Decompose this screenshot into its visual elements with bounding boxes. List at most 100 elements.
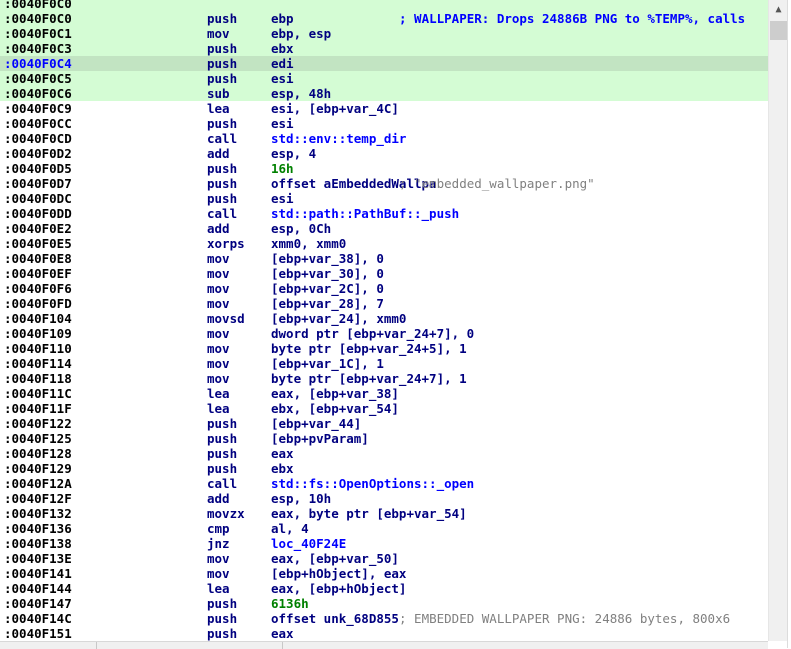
- line-address[interactable]: :0040F109: [4, 326, 72, 341]
- instruction-operands[interactable]: esp, 4: [271, 146, 317, 161]
- line-address[interactable]: :0040F0C3: [4, 41, 72, 56]
- line-address[interactable]: :0040F147: [4, 596, 72, 611]
- instruction-operands[interactable]: eax, [ebp+var_50]: [271, 551, 399, 566]
- instruction-operands[interactable]: std::fs::OpenOptions::_open: [271, 476, 475, 491]
- line-address[interactable]: :0040F11F: [4, 401, 72, 416]
- line-address[interactable]: :0040F0D5: [4, 161, 72, 176]
- instruction-operands[interactable]: esp, 10h: [271, 491, 332, 506]
- instruction-operands[interactable]: [ebp+var_28], 7: [271, 296, 384, 311]
- instruction-operands[interactable]: 16h: [271, 161, 294, 176]
- line-address[interactable]: :0040F122: [4, 416, 72, 431]
- line-address[interactable]: :0040F0E8: [4, 251, 72, 266]
- instruction-operands[interactable]: esp, 48h: [271, 86, 332, 101]
- line-address[interactable]: :0040F0C0: [4, 11, 72, 26]
- line-address[interactable]: :0040F13E: [4, 551, 72, 566]
- line-address[interactable]: :0040F0F6: [4, 281, 72, 296]
- line-address[interactable]: :0040F0C4: [4, 56, 72, 71]
- instruction-operands[interactable]: 6136h: [271, 596, 309, 611]
- line-address[interactable]: :0040F138: [4, 536, 72, 551]
- line-address[interactable]: :0040F0EF: [4, 266, 72, 281]
- instruction-operands[interactable]: esi, [ebp+var_4C]: [271, 101, 399, 116]
- instruction-operands[interactable]: [ebp+var_24], xmm0: [271, 311, 407, 326]
- instruction-operands[interactable]: esi: [271, 71, 294, 86]
- scrollbar-thumb[interactable]: [770, 21, 787, 40]
- line-address[interactable]: :0040F114: [4, 356, 72, 371]
- line-address[interactable]: :0040F0C6: [4, 86, 72, 101]
- line-address[interactable]: :0040F11C: [4, 386, 72, 401]
- line-address[interactable]: :0040F0CD: [4, 131, 72, 146]
- line-address[interactable]: :0040F118: [4, 371, 72, 386]
- instruction-operands[interactable]: [ebp+pvParam]: [271, 431, 369, 446]
- instruction-operands[interactable]: ebp: [271, 11, 294, 26]
- instruction-operands[interactable]: dword ptr [ebp+var_24+7], 0: [271, 326, 475, 341]
- instruction-operands[interactable]: std::path::PathBuf::_push: [271, 206, 460, 221]
- instruction-operands[interactable]: xmm0, xmm0: [271, 236, 347, 251]
- instruction-operands[interactable]: eax: [271, 446, 294, 461]
- instruction-operands[interactable]: [ebp+var_38], 0: [271, 251, 384, 266]
- instruction-operands[interactable]: esi: [271, 116, 294, 131]
- line-address[interactable]: :0040F0DD: [4, 206, 72, 221]
- instruction-operands[interactable]: [ebp+var_44]: [271, 416, 362, 431]
- instruction-operands[interactable]: esp, 0Ch: [271, 221, 332, 236]
- line-address[interactable]: :0040F12A: [4, 476, 72, 491]
- line-address[interactable]: :0040F151: [4, 626, 72, 641]
- line-address[interactable]: :0040F14C: [4, 611, 72, 626]
- line-address[interactable]: :0040F0DC: [4, 191, 72, 206]
- line-address[interactable]: :0040F0C5: [4, 71, 72, 86]
- line-address[interactable]: :0040F144: [4, 581, 72, 596]
- instruction-operands[interactable]: offset aEmbeddedWallpa: [271, 176, 437, 191]
- instruction-operands[interactable]: byte ptr [ebp+var_24+7], 1: [271, 371, 467, 386]
- instruction-operands[interactable]: eax, [ebp+hObject]: [271, 581, 407, 596]
- line-address[interactable]: :0040F0CC: [4, 116, 72, 131]
- instruction-operands[interactable]: al, 4: [271, 521, 309, 536]
- instruction-operands[interactable]: [ebp+var_2C], 0: [271, 281, 384, 296]
- instruction-operands[interactable]: ebx: [271, 41, 294, 56]
- listing-line[interactable]: :0040F0C0: [0, 0, 768, 11]
- instruction-operands[interactable]: ebp, esp: [271, 26, 332, 41]
- instruction-operands[interactable]: ebx: [271, 461, 294, 476]
- line-address[interactable]: :0040F0C1: [4, 26, 72, 41]
- vertical-scrollbar[interactable]: ▲: [768, 0, 788, 641]
- instruction-operands[interactable]: std::env::temp_dir: [271, 131, 407, 146]
- line-address[interactable]: :0040F0C9: [4, 101, 72, 116]
- instruction-operands[interactable]: loc_40F24E: [271, 536, 347, 551]
- line-address[interactable]: :0040F0C0: [4, 0, 72, 11]
- instruction-operands[interactable]: [ebp+var_1C], 1: [271, 356, 384, 371]
- instruction-operands[interactable]: ebx, [ebp+var_54]: [271, 401, 399, 416]
